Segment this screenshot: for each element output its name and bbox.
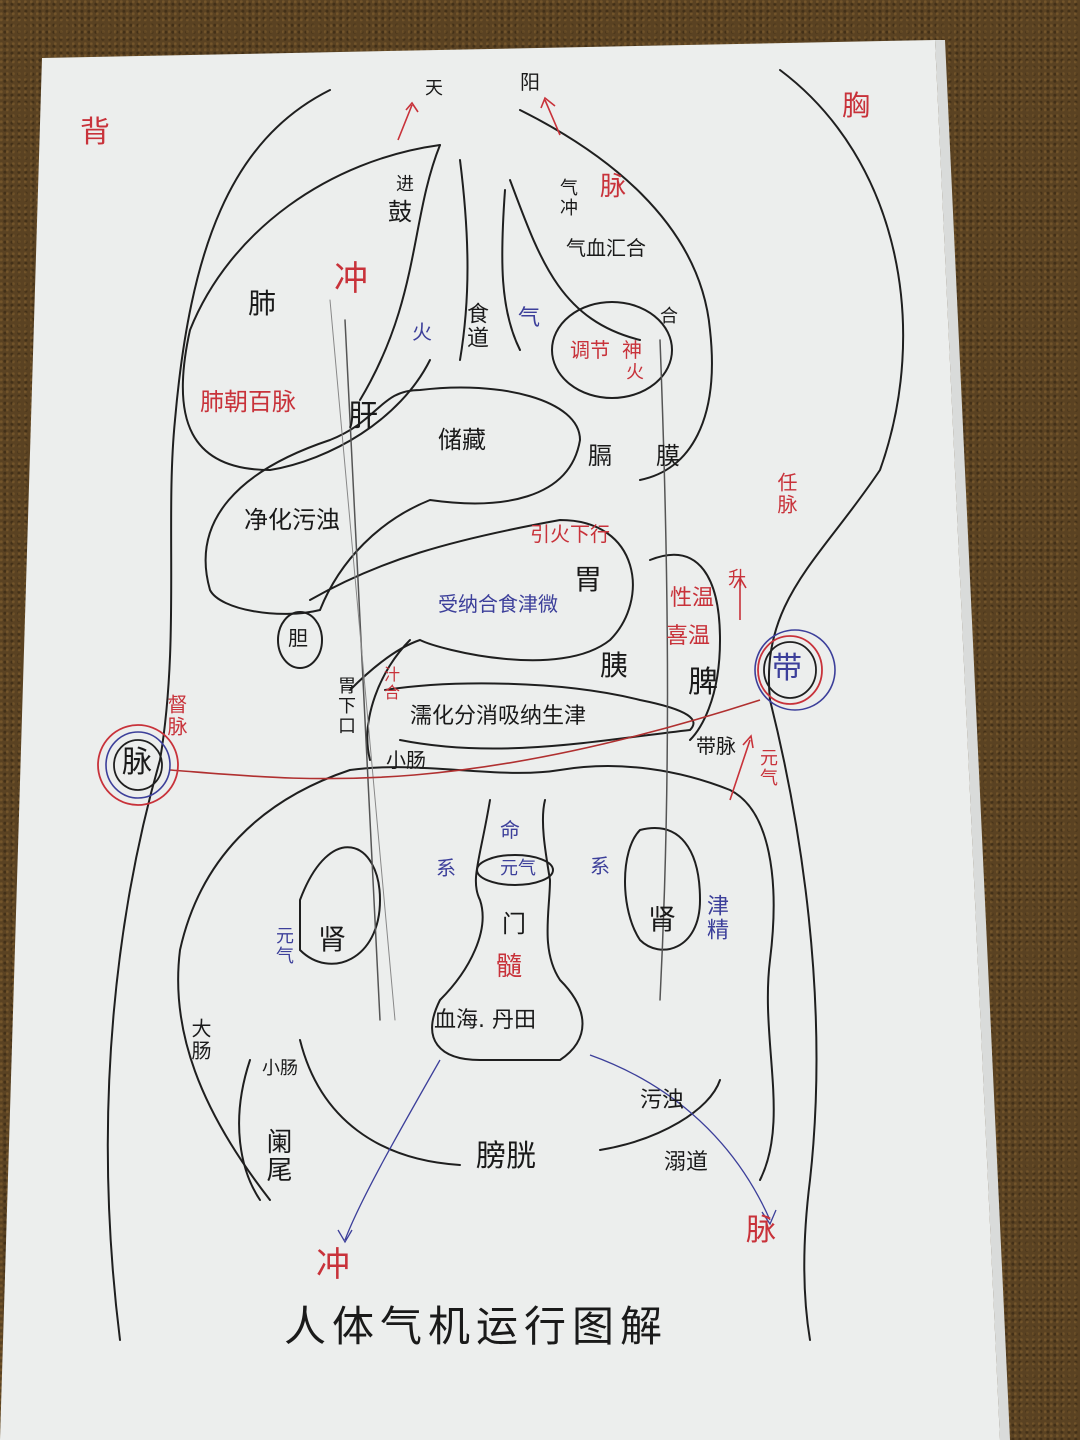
connect-right-label: 系 [590, 854, 610, 878]
essence-label: 津精 [703, 894, 728, 942]
urethra-label: 溺道 [664, 1150, 709, 1175]
rise-label: 升 [728, 568, 746, 589]
yuan-qi-right-label: 元气 [757, 748, 778, 788]
pylorus-label: 胃下口 [335, 676, 356, 736]
yang-label: 阳 [520, 70, 540, 94]
back-label: 背 [80, 115, 110, 150]
diaphragm-label-2: 膜 [656, 442, 680, 470]
mai-top-label: 脉 [600, 172, 627, 202]
yuan-qi-center-label: 元气 [500, 858, 536, 879]
nature-warm-label: 性温 [670, 586, 715, 611]
esophagus-label: 食道 [463, 302, 488, 350]
connect-left-label: 系 [436, 856, 456, 880]
large-intestine-label: 大肠 [188, 1018, 212, 1062]
regulate-label: 调节 [570, 338, 610, 362]
yuan-qi-left-label: 元气 [273, 926, 294, 966]
fire-label: 火 [412, 320, 432, 344]
ren-mai-label: 任脉 [774, 472, 798, 516]
heaven-label: 天 [425, 78, 443, 99]
liver-label: 肝 [348, 399, 378, 434]
du-mai-circle-label: 脉 [122, 745, 152, 780]
drum-label: 鼓 [388, 198, 412, 226]
descend-fire-label: 引火下行 [530, 522, 610, 546]
qi-blood-merge-label: 气血汇合 [566, 236, 646, 260]
dai-mai-circle-label: 带 [772, 651, 802, 686]
qi-label: 气 [518, 306, 541, 331]
kidney-right-label: 肾 [648, 903, 677, 936]
stomach-label: 胃 [574, 563, 603, 596]
spirit-label: 神 [622, 338, 642, 362]
gallbladder-label: 胆 [288, 626, 308, 650]
qi-chong-label: 气冲 [557, 178, 578, 218]
merge-label: 合 [660, 306, 678, 327]
chong-bottom-label: 冲 [316, 1245, 350, 1285]
appendix-label: 阑尾 [262, 1128, 292, 1184]
kidney-left-label: 肾 [318, 923, 347, 956]
combine-label: 汁合 [381, 666, 400, 702]
mai-bottom-label: 脉 [746, 1213, 776, 1248]
pancreas-label: 胰 [600, 649, 629, 682]
small-intestine-upper-label: 小肠 [386, 748, 426, 772]
diaphragm-label-1: 膈 [588, 442, 612, 470]
digest-label: 濡化分消吸纳生津 [410, 704, 587, 729]
chest-label: 胸 [842, 89, 871, 122]
likes-warm-label: 喜温 [666, 624, 711, 649]
advance-label: 进 [396, 174, 414, 195]
lung-meets-vessels-label: 肺朝百脉 [200, 388, 296, 416]
du-mai-label: 督脉 [164, 694, 188, 738]
life-label: 命 [500, 818, 520, 842]
blood-sea-dantian-label: 血海. 丹田 [434, 1008, 536, 1033]
gate-label: 门 [502, 910, 526, 938]
chong-upper-label: 冲 [334, 259, 368, 299]
stomach-receive-label: 受纳合食津微 [438, 592, 558, 616]
lung-label: 肺 [248, 287, 277, 320]
marrow-label: 髓 [496, 952, 523, 982]
purify-label: 净化污浊 [244, 506, 340, 534]
dai-mai-label: 带脉 [696, 734, 736, 758]
storage-label: 储藏 [438, 426, 486, 454]
diagram-title: 人体气机运行图解 [284, 1302, 669, 1351]
small-intestine-lower-label: 小肠 [262, 1058, 298, 1079]
heart-fire-label: 火 [626, 362, 644, 383]
spleen-label: 脾 [688, 665, 718, 700]
turbid-label: 污浊 [640, 1088, 685, 1113]
bladder-label: 膀胱 [476, 1139, 536, 1174]
